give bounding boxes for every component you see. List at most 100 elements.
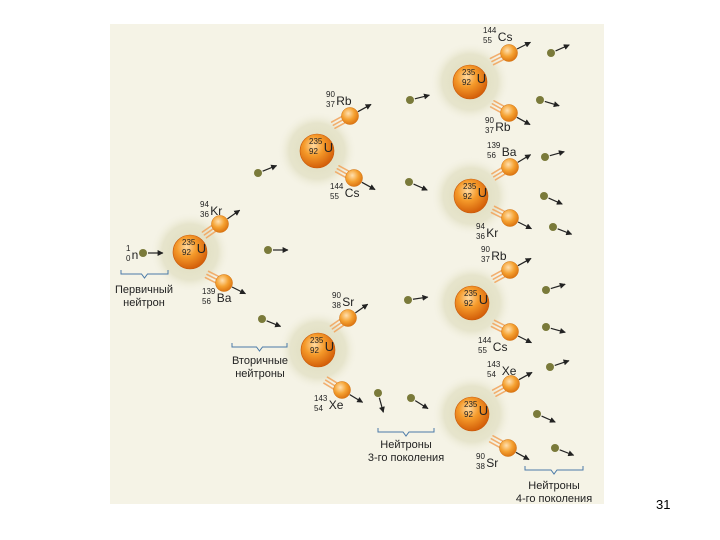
primary-neutron-label: нейтрон xyxy=(123,297,165,309)
uranium-nucleus xyxy=(454,396,490,432)
mass-number: 235 xyxy=(310,336,324,345)
uranium-nucleus xyxy=(454,285,490,321)
motion-streak xyxy=(493,319,506,327)
element-symbol: U xyxy=(325,339,334,354)
element-symbol: U xyxy=(197,241,206,256)
fission-fragment xyxy=(501,209,519,227)
mass-number: 139 xyxy=(202,287,216,296)
atomic-number: 54 xyxy=(314,404,323,413)
fission-fragment xyxy=(499,439,517,457)
neutron-arrow xyxy=(554,359,570,366)
fission-fragment xyxy=(341,107,359,125)
uranium-nucleus xyxy=(172,234,208,270)
neutron xyxy=(542,323,550,331)
fission-fragment xyxy=(500,104,518,122)
neutron-arrow xyxy=(548,197,563,205)
motion-streak xyxy=(338,164,350,172)
neutron xyxy=(254,169,262,177)
atomic-number: 92 xyxy=(309,147,318,156)
atomic-number: 36 xyxy=(200,210,209,219)
direction-arrow xyxy=(361,181,376,191)
direction-arrow xyxy=(515,451,530,461)
neutron xyxy=(404,296,412,304)
mass-number: 94 xyxy=(200,200,209,209)
element-symbol: Sr xyxy=(486,456,498,470)
uranium-nucleus xyxy=(300,332,336,368)
neutron-arrow xyxy=(414,400,429,410)
atomic-number: 92 xyxy=(310,346,319,355)
mass-number: 1 xyxy=(126,244,131,253)
primary-neutron-label: Первичный xyxy=(115,284,173,296)
motion-streak xyxy=(493,205,506,213)
motion-streak xyxy=(331,321,343,330)
neutron xyxy=(407,394,415,402)
element-symbol: Cs xyxy=(493,340,508,354)
neutron-arrow xyxy=(412,294,429,301)
atomic-number: 0 xyxy=(126,254,131,263)
motion-streak xyxy=(491,55,503,63)
fission-fragment xyxy=(211,215,229,233)
motion-streak xyxy=(490,325,503,333)
neutron xyxy=(542,286,550,294)
neutron xyxy=(549,223,557,231)
motion-streak xyxy=(491,103,503,110)
group-brace xyxy=(120,270,169,279)
mass-number: 90 xyxy=(476,452,485,461)
element-symbol: Xe xyxy=(502,364,517,378)
atomic-number: 55 xyxy=(478,346,487,355)
neutron xyxy=(264,246,272,254)
mass-number: 144 xyxy=(483,26,497,35)
motion-streak xyxy=(492,170,504,178)
mass-number: 235 xyxy=(464,289,478,298)
neutron-arrow xyxy=(541,415,556,423)
neutron xyxy=(541,153,549,161)
fourth-generation-label: Нейтроны xyxy=(528,480,580,492)
motion-streak xyxy=(330,115,343,123)
motion-streak xyxy=(323,382,335,390)
motion-streak xyxy=(203,227,215,236)
element-symbol: Ba xyxy=(502,145,517,159)
mass-number: 144 xyxy=(330,182,344,191)
motion-streak xyxy=(494,173,506,181)
neutron xyxy=(405,178,413,186)
motion-streak xyxy=(493,387,505,394)
atomic-number: 55 xyxy=(330,192,339,201)
element-symbol: U xyxy=(477,71,486,86)
motion-streak xyxy=(489,52,502,60)
neutron xyxy=(406,96,414,104)
third-generation-label: 3-го поколения xyxy=(368,452,444,464)
mass-number: 235 xyxy=(462,68,476,77)
mass-number: 90 xyxy=(485,116,494,125)
neutron-arrow xyxy=(549,150,565,157)
element-symbol: U xyxy=(478,185,487,200)
uranium-nucleus xyxy=(452,64,488,100)
motion-streak xyxy=(324,379,336,387)
mass-number: 235 xyxy=(464,400,478,409)
motion-streak xyxy=(490,269,503,277)
motion-streak xyxy=(201,224,213,233)
fission-fragment xyxy=(339,309,357,327)
fission-fragment xyxy=(501,323,519,341)
mass-number: 235 xyxy=(182,238,196,247)
neutron xyxy=(547,49,555,57)
fission-fragment xyxy=(501,261,519,279)
element-symbol: Ba xyxy=(217,291,232,305)
atomic-number: 92 xyxy=(464,410,473,419)
direction-arrow xyxy=(355,303,369,314)
motion-streak xyxy=(491,167,503,175)
mass-number: 139 xyxy=(487,141,501,150)
direction-arrow xyxy=(518,371,533,381)
motion-streak xyxy=(493,99,505,107)
element-symbol: Cs xyxy=(498,30,513,44)
motion-streak xyxy=(490,438,502,445)
mass-number: 143 xyxy=(487,360,501,369)
element-symbol: Rb xyxy=(336,94,352,108)
neutron-arrow xyxy=(414,93,430,100)
element-symbol: U xyxy=(479,403,488,418)
mass-number: 94 xyxy=(476,222,485,231)
mass-number: 235 xyxy=(309,137,323,146)
motion-streak xyxy=(334,122,346,130)
atomic-number: 92 xyxy=(182,248,191,257)
neutron-arrow xyxy=(413,183,428,191)
motion-streak xyxy=(492,58,505,66)
